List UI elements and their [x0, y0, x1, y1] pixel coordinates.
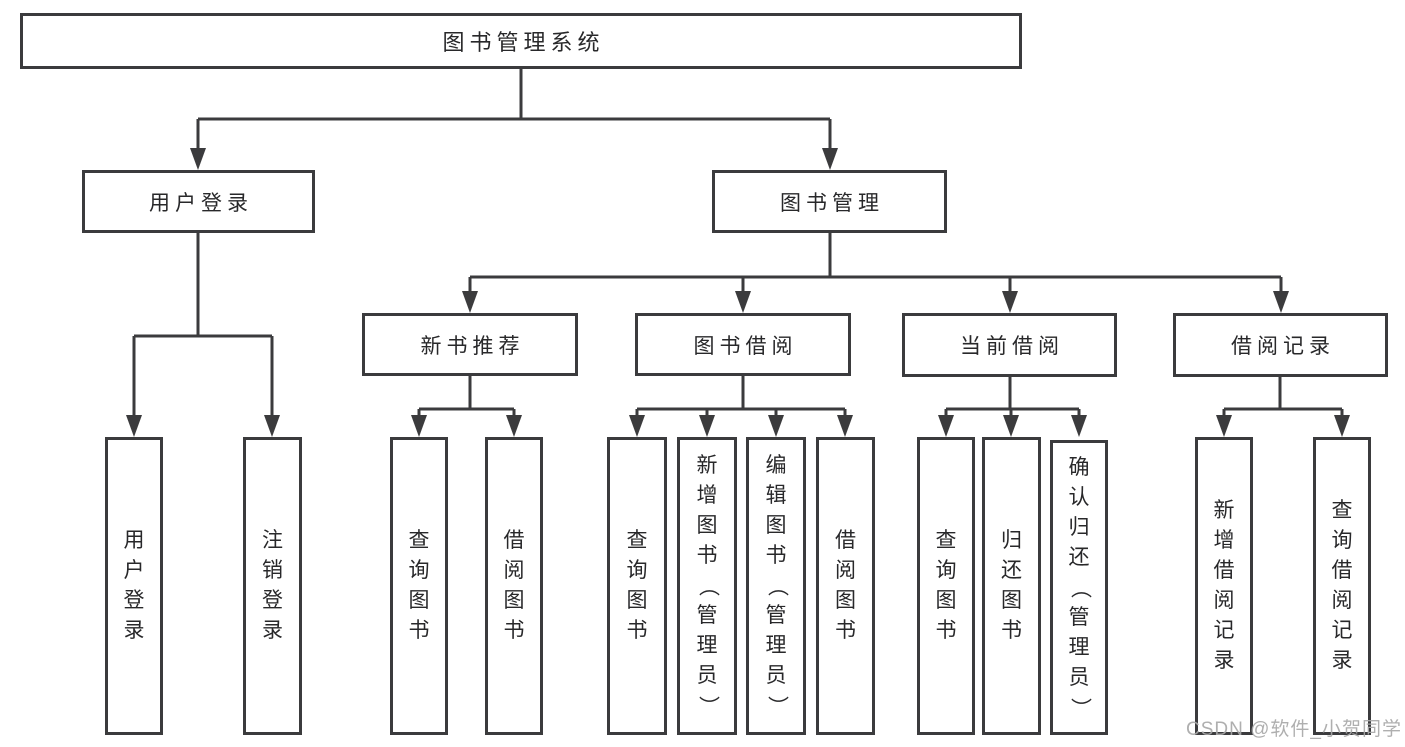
leaf-edit-book-admin-label: 编辑图书（管理员）: [765, 454, 788, 717]
node-current-borrow: 当前借阅: [902, 313, 1117, 377]
arrowhead-down-icon: [190, 148, 206, 170]
leaf-query-borrow-record-label: 查询借阅记录: [1331, 499, 1353, 672]
node-borrow-records-label: 借阅记录: [1231, 335, 1335, 358]
node-new-book-recommend-label: 新书推荐: [420, 334, 525, 358]
leaf-query-books-borrow-label: 查询图书: [626, 529, 648, 642]
leaf-add-book-admin-label: 新增图书（管理员）: [696, 454, 719, 717]
arrowhead-down-icon: [629, 415, 645, 437]
leaf-logout: 注销登录: [243, 437, 302, 735]
node-book-management-label: 图书管理: [780, 191, 884, 215]
node-book-borrow: 图书借阅: [635, 313, 851, 376]
arrowhead-down-icon: [837, 415, 853, 437]
leaf-add-borrow-record-label: 新增借阅记录: [1213, 499, 1235, 672]
leaf-borrow-books: 借阅图书: [816, 437, 875, 735]
leaf-return-books: 归还图书: [982, 437, 1041, 735]
node-new-book-recommend: 新书推荐: [362, 313, 578, 376]
arrowhead-down-icon: [735, 291, 751, 313]
leaf-query-books-borrow: 查询图书: [607, 437, 667, 735]
arrowhead-down-icon: [699, 415, 715, 437]
csdn-watermark: CSDN @软件_小贺同学: [1186, 719, 1402, 740]
arrowhead-down-icon: [506, 415, 522, 437]
leaf-borrow-books-recommend: 借阅图书: [485, 437, 543, 735]
leaf-user-login-label: 用户登录: [123, 529, 145, 642]
node-root: 图书管理系统: [20, 13, 1022, 69]
leaf-logout-label: 注销登录: [262, 529, 283, 642]
node-user-login: 用户登录: [82, 170, 315, 233]
leaf-query-books-recommend-label: 查询图书: [408, 529, 430, 642]
leaf-borrow-books-recommend-label: 借阅图书: [503, 529, 525, 642]
node-current-borrow-label: 当前借阅: [960, 335, 1064, 358]
leaf-edit-book-admin: 编辑图书（管理员）: [746, 437, 806, 735]
arrowhead-down-icon: [768, 415, 784, 437]
arrowhead-down-icon: [938, 415, 954, 437]
leaf-query-borrow-record: 查询借阅记录: [1313, 437, 1371, 735]
leaf-borrow-books-label: 借阅图书: [835, 529, 856, 642]
arrowhead-down-icon: [822, 148, 838, 170]
node-borrow-records: 借阅记录: [1173, 313, 1388, 377]
arrowhead-down-icon: [1002, 291, 1018, 313]
arrowhead-down-icon: [1334, 415, 1350, 437]
arrowhead-down-icon: [1273, 291, 1289, 313]
leaf-add-book-admin: 新增图书（管理员）: [677, 437, 737, 735]
arrowhead-down-icon: [1216, 415, 1232, 437]
leaf-confirm-return-admin: 确认归还（管理员）: [1050, 440, 1108, 735]
arrowhead-down-icon: [126, 415, 142, 437]
leaf-confirm-return-admin-label: 确认归还（管理员）: [1068, 455, 1091, 719]
leaf-query-books-recommend: 查询图书: [390, 437, 448, 735]
leaf-return-books-label: 归还图书: [1001, 529, 1022, 642]
arrowhead-down-icon: [462, 291, 478, 313]
node-book-management: 图书管理: [712, 170, 947, 233]
leaf-user-login: 用户登录: [105, 437, 163, 735]
leaf-add-borrow-record: 新增借阅记录: [1195, 437, 1253, 735]
leaf-query-books-current: 查询图书: [917, 437, 975, 735]
node-root-label: 图书管理系统: [442, 30, 605, 55]
leaf-query-books-current-label: 查询图书: [935, 529, 957, 642]
arrowhead-down-icon: [411, 415, 427, 437]
node-book-borrow-label: 图书借阅: [693, 334, 798, 358]
arrowhead-down-icon: [1071, 415, 1087, 437]
node-user-login-label: 用户登录: [149, 191, 253, 215]
arrowhead-down-icon: [264, 415, 280, 437]
arrowhead-down-icon: [1003, 415, 1019, 437]
